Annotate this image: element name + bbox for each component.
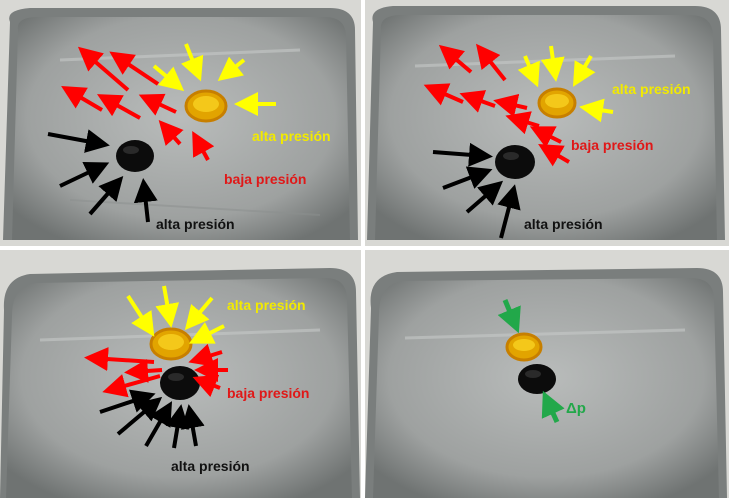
black-arrows (432, 142, 521, 239)
tray-photo-1 (0, 0, 361, 246)
red-arrows (423, 43, 571, 167)
tray-photo-4 (365, 250, 729, 498)
red-arrows (61, 46, 215, 161)
black-arrows (99, 389, 205, 449)
low-pressure-label: baja presión (571, 137, 654, 153)
yellow-arrows (126, 285, 225, 344)
high-pressure-label-yellow: alta presión (227, 297, 306, 313)
high-pressure-label-black: alta presión (156, 216, 235, 232)
yellow-arrows (517, 45, 614, 123)
black-cap (495, 145, 535, 179)
yellow-arrows (152, 43, 276, 116)
pressure-difference-label: Δp (566, 400, 586, 417)
photo-panel-bottom-right: Δp (365, 250, 729, 498)
green-arrows (497, 299, 565, 424)
black-cap (116, 140, 154, 172)
photo-panel-bottom-left: alta presión baja presión alta presión (0, 250, 361, 498)
low-pressure-label: baja presión (227, 385, 310, 401)
high-pressure-label-yellow: alta presión (252, 128, 331, 144)
horizontal-divider (0, 246, 729, 250)
tray-photo-2 (365, 0, 729, 246)
black-arrows (47, 129, 158, 223)
low-pressure-label: baja presión (224, 171, 307, 187)
photo-panel-top-right: alta presión baja presión alta presión (365, 0, 729, 246)
high-pressure-label-black: alta presión (171, 458, 250, 474)
photo-panel-top-left: alta presión baja presión alta presión (0, 0, 361, 246)
high-pressure-label-black: alta presión (524, 216, 603, 232)
red-arrows (84, 343, 228, 398)
high-pressure-label-yellow: alta presión (612, 81, 691, 97)
tray-photo-3 (0, 250, 361, 498)
black-cap (160, 366, 200, 400)
black-cap (518, 364, 556, 394)
